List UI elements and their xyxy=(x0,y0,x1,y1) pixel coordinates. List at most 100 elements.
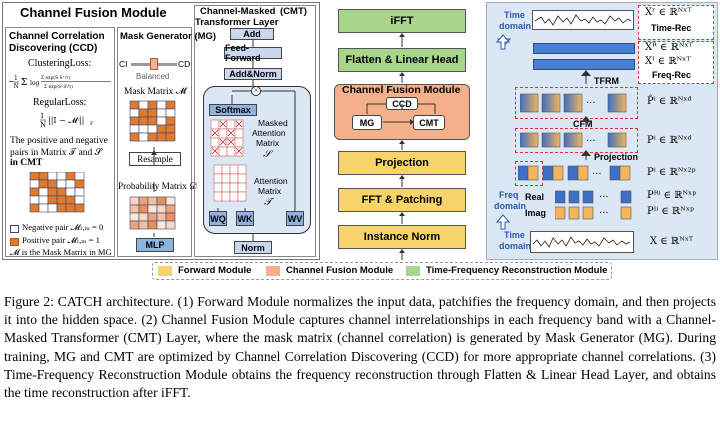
p-i-d-block xyxy=(541,132,561,148)
wv-label: WV xyxy=(287,213,303,224)
imag-block xyxy=(582,206,594,220)
p-hat-label: P̂ⁱ ∈ ℝᴺˣᵈ xyxy=(647,96,692,107)
regular-loss-formula: 1 N ||I − 𝓜ⁱ|| F xyxy=(40,110,100,135)
cmt-title-abbr: (CMT) xyxy=(280,6,307,17)
freq-rec-real-bar xyxy=(533,43,635,54)
positive-pair-label: Positive pair 𝓜ₗ,ₘ = 1 xyxy=(22,235,100,245)
p-i-d-block xyxy=(519,132,539,148)
imag-block xyxy=(620,206,632,220)
prob-matrix-drawing xyxy=(129,196,176,230)
pair-cell xyxy=(65,187,76,197)
xr-time-label: Xʳ ∈ ℝᴺˣᵀ xyxy=(645,7,692,18)
pair-cell xyxy=(65,203,76,213)
masked-attn-label1: Masked xyxy=(258,118,288,128)
p-i-2p-imag xyxy=(552,165,564,181)
wq-label: WQ xyxy=(210,213,226,224)
p-hat-block xyxy=(541,93,561,113)
svg-text:log: log xyxy=(30,80,40,87)
pair-cell xyxy=(74,171,85,181)
legend-forward-swatch xyxy=(158,266,172,276)
p-i-2p-dashbox xyxy=(515,161,543,186)
pairs-note-line3: in CMT xyxy=(10,158,43,168)
mg-title: Mask Generator (MG) xyxy=(120,31,217,42)
projection-label: Projection xyxy=(594,152,639,162)
ellipsis-dots: ··· xyxy=(586,136,596,147)
p-hat-blocks: ··· xyxy=(519,92,636,119)
mask-cell xyxy=(165,132,176,142)
instance-norm-box: Instance Norm xyxy=(338,225,466,249)
ellipsis-dots: ··· xyxy=(599,192,609,203)
cfm-block-title: Channel Fusion Module xyxy=(342,84,461,96)
mask-cross xyxy=(211,129,219,137)
time-rec-waveform xyxy=(534,14,632,26)
time-rec-dashbox xyxy=(638,5,714,40)
tfrm-label: TFRM xyxy=(594,76,619,86)
p-i-2p-blocks-drawing: ··· xyxy=(517,165,631,181)
pair-cell xyxy=(47,203,58,213)
pair-cell xyxy=(47,187,58,197)
svg-text:1: 1 xyxy=(14,75,18,82)
legend-tfrm-swatch xyxy=(406,266,420,276)
pair-cell xyxy=(65,179,76,189)
p-i-d-block xyxy=(563,132,583,148)
masked-attn-label2: Attention xyxy=(252,128,286,138)
mask-cross xyxy=(227,129,235,137)
cmt-add-box: Add xyxy=(230,28,274,40)
cfm-block xyxy=(334,84,470,140)
p-i-d-blocks-drawing: ··· xyxy=(519,132,627,148)
svg-text:Σ exp(Sⁱ·Sⁱ/τ): Σ exp(Sⁱ·Sⁱ/τ) xyxy=(44,84,73,90)
pair-cell xyxy=(47,179,58,189)
svg-text:||I − 𝓜ⁱ||: ||I − 𝓜ⁱ|| xyxy=(48,116,84,125)
mask-cross xyxy=(219,138,227,146)
mult-circle: × xyxy=(251,86,261,96)
time-rec-label: Time-Rec xyxy=(651,23,692,33)
attn-label1: Attention xyxy=(254,176,288,186)
legend-row xyxy=(152,262,612,280)
mask-cross xyxy=(211,147,219,155)
x-in-label: X ∈ ℝᴺˣᵀ xyxy=(650,236,694,247)
svg-text:N: N xyxy=(14,83,19,90)
mid-cmt-box: CMT xyxy=(413,115,445,130)
right-panel-arrows xyxy=(495,34,591,230)
freq-rec-dashbox xyxy=(638,41,714,84)
attention-matrix-grid xyxy=(213,164,247,209)
pair-cell xyxy=(29,195,40,205)
real-block xyxy=(582,190,594,204)
legend-cfm-label: Channel Fusion Module xyxy=(286,265,394,276)
negative-pair-label: Negative pair 𝓜ₗ,ₘ = 0 xyxy=(22,222,104,232)
mask-matrix-grid xyxy=(128,99,180,150)
masked-attn-symbol: 𝒮 xyxy=(263,149,271,160)
softmax-box: Softmax xyxy=(209,104,257,116)
xr-freq-i-label: Xᴵ ∈ ℝᴺˣᵀ xyxy=(645,56,691,67)
pair-cell xyxy=(38,195,49,205)
svg-text:Σ exp(S·S⁺/τ): Σ exp(S·S⁺/τ) xyxy=(41,75,71,81)
svg-text:N: N xyxy=(40,121,46,129)
pairs-note-line1: The positive and negative xyxy=(10,136,108,146)
cd-label: CD xyxy=(178,59,191,69)
p-hat-dashbox xyxy=(515,87,638,119)
pair-cell xyxy=(56,179,67,189)
pair-cell xyxy=(38,187,49,197)
imag-block xyxy=(568,206,580,220)
masked-attn-label3: Matrix xyxy=(256,138,280,148)
p-hat-block xyxy=(563,93,583,113)
ellipsis-dots: ··· xyxy=(586,98,596,109)
pairs-grid-drawing xyxy=(29,171,85,213)
imag-blocks-drawing: ··· xyxy=(554,206,632,220)
pair-cell xyxy=(56,203,67,213)
time-rec-signal-box xyxy=(532,10,634,30)
p-r-label: Pᴿⁱ ∈ ℝᴺˣᵖ xyxy=(647,190,697,201)
xr-freq-r-label: Xᴿ ∈ ℝᴺˣᵀ xyxy=(645,42,693,53)
prob-matrix-label: Probability Matrix 𝒟 xyxy=(118,182,197,192)
caption-text: Figure 2: CATCH architecture. (1) Forwar… xyxy=(4,294,716,401)
pair-cell xyxy=(74,195,85,205)
mg-panel xyxy=(117,27,192,257)
cmt-title-line2: Transformer Layer xyxy=(195,17,279,28)
clustering-loss-formula: − 1 N Σ log Σ exp(S·S⁺/τ) Σ exp(Sⁱ·Sⁱ/τ) xyxy=(8,72,114,94)
prob-cell xyxy=(165,220,176,230)
freq-domain-label1: Freq xyxy=(499,190,519,200)
ccd-panel xyxy=(5,27,115,257)
mg-arrows xyxy=(151,147,157,237)
pair-cell xyxy=(38,179,49,189)
p-hat-block xyxy=(519,93,539,113)
